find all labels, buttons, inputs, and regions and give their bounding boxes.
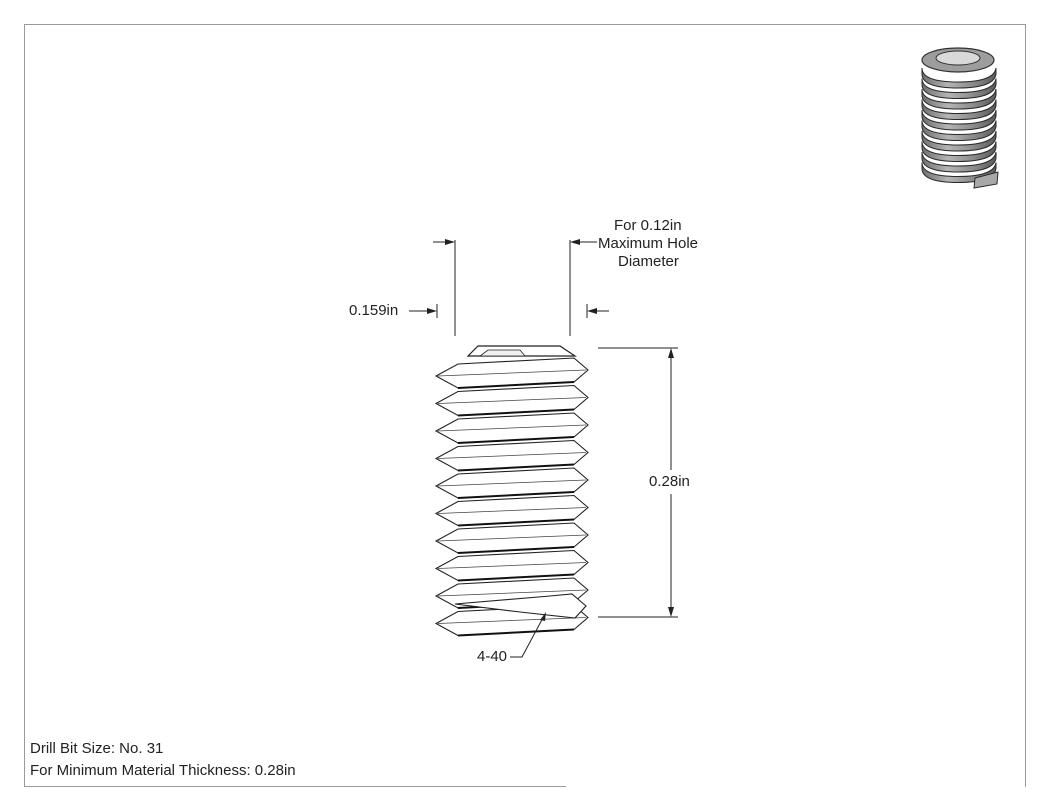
coil-ring [921,141,997,163]
insert-body [434,345,589,637]
length-dimension-label: 0.28in [649,473,690,490]
hole-note-line-2: Maximum Hole [598,235,699,252]
thread-turn [434,412,589,444]
frame-bottom-edge [24,786,566,787]
dimension-lines [409,240,678,658]
thread-turn [434,467,589,499]
thread-turn [434,494,589,527]
bottom-tang [454,593,587,619]
frame-right-edge [1025,24,1026,787]
coil-ring [921,120,997,142]
hole-note-line-1: For 0.12in [614,217,682,234]
min-thickness-note: For Minimum Material Thickness: 0.28in [30,762,296,779]
isometric-thumbnail [921,47,999,189]
thread-turn [434,522,589,554]
coil-ring [921,109,997,131]
hole-note-line-3: Diameter [618,253,679,270]
coil-ring [921,151,997,173]
arrowheads [427,239,674,621]
thread-callout-label: 4-40 [477,648,508,665]
coil-ring [921,78,997,100]
thread-turn [434,439,589,472]
drill-bit-note: Drill Bit Size: No. 31 [30,740,164,757]
coil-ring [921,67,997,89]
thread-turn [434,357,589,389]
coil-ring [921,99,997,121]
coil-ring [921,130,997,152]
thread-turn [434,384,589,417]
coil-tail [973,171,999,189]
width-dimension-label: 0.159in [349,302,399,319]
coil-ring [921,88,997,110]
thread-turn [434,549,589,582]
drawing-frame [24,24,1026,787]
